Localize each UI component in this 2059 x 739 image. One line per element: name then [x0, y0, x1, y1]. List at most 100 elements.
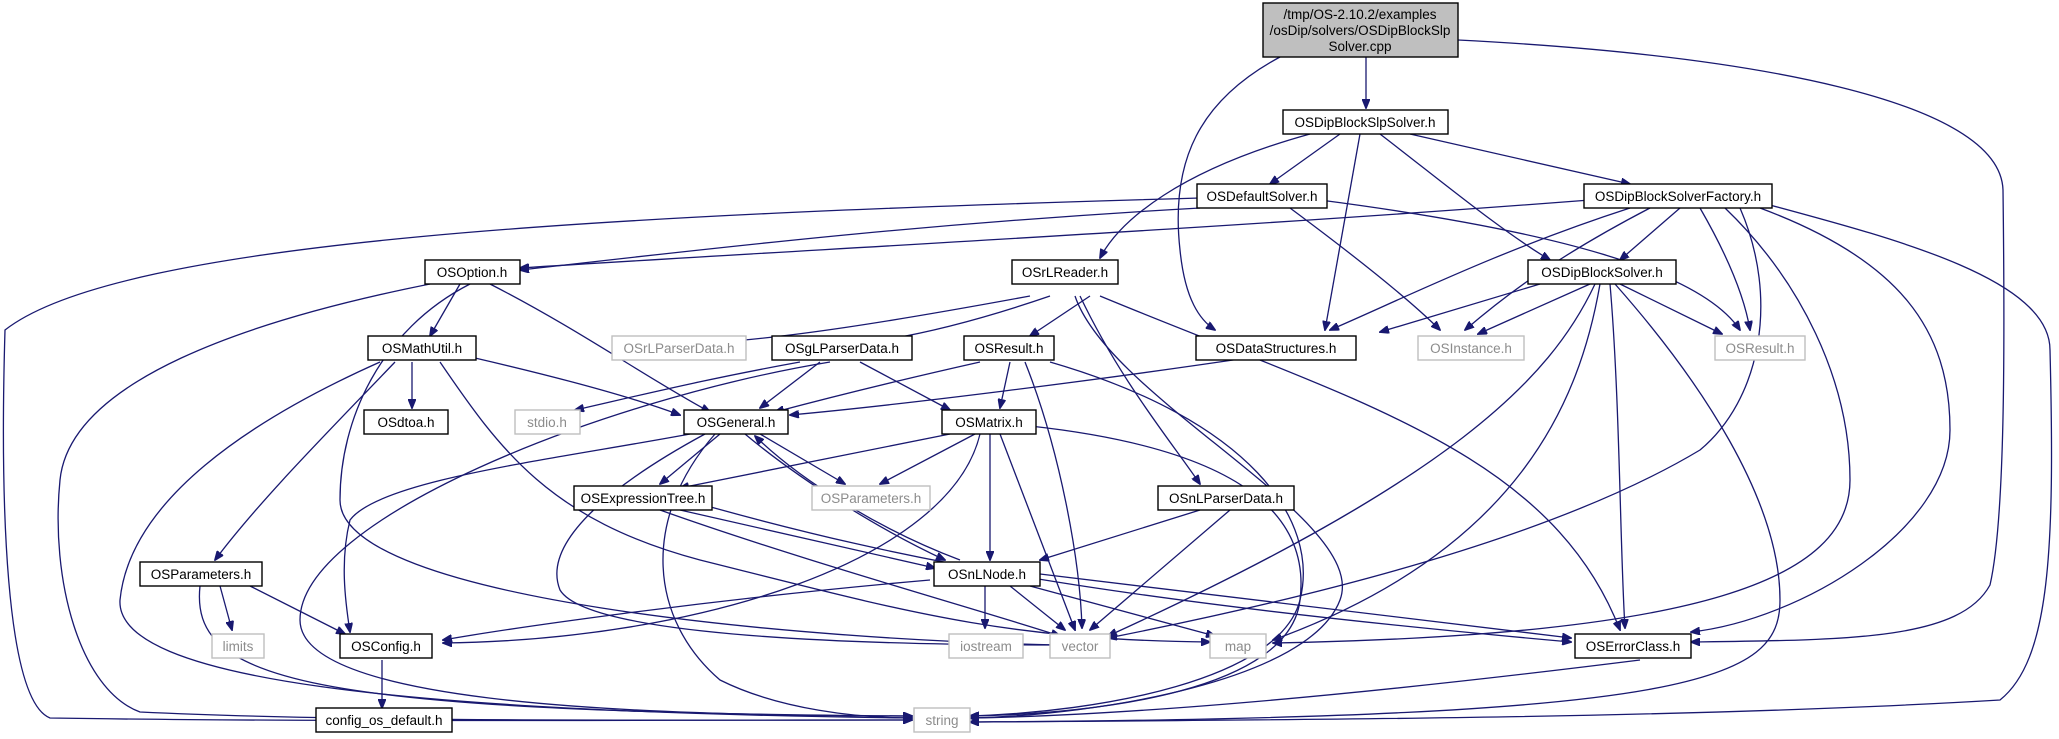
- node-config-os-default-h[interactable]: config_os_default.h: [315, 707, 453, 733]
- node-iostream[interactable]: iostream: [948, 633, 1024, 659]
- edge-osexpressiontree-to-oserrorclass: [699, 503, 1571, 642]
- edge-osdipblocksolverfactory-to-osoption: [520, 199, 1591, 268]
- edge-osdipblocksolverfactory-to-osresult-ext: [1699, 207, 1750, 330]
- node-osmathutil-h[interactable]: OSMathUtil.h: [367, 335, 477, 361]
- edge-osdipblocksolverfactory-to-map: [1273, 207, 1851, 643]
- edge-root-to-oserrorclass: [1457, 39, 2005, 642]
- edge-osmatrix-to-string: [970, 425, 1302, 716]
- edge-osmatrix-to-osconfig: [443, 433, 981, 643]
- node-label: config_os_default.h: [325, 713, 442, 728]
- node-layer: /tmp/OS-2.10.2/examples /osDip/solvers/O…: [139, 2, 1806, 733]
- edge-osglparserdata-to-string: [299, 361, 912, 716]
- edge-osnlparserdata-to-osnlnode: [1040, 509, 1201, 560]
- node-osdefaultsolver-h[interactable]: OSDefaultSolver.h: [1196, 183, 1328, 209]
- node-label: iostream: [960, 639, 1012, 654]
- edge-osmatrix-to-vector: [999, 433, 1075, 630]
- node-label: map: [1225, 639, 1251, 654]
- edge-osdipblockslpsolver-to-osdefaultsolver: [1270, 133, 1341, 184]
- edge-osnlnode-to-osconfig: [443, 579, 931, 640]
- node-label: OSMatrix.h: [955, 415, 1023, 430]
- edge-osresult-to-osgeneral: [775, 361, 981, 412]
- node-osdtoa-h[interactable]: OSdtoa.h: [363, 409, 449, 435]
- edge-osmathutil-to-osparameters-int: [215, 361, 396, 560]
- edge-osmatrix-to-osexpressiontree: [680, 433, 951, 488]
- edge-osdatastructures-to-osgeneral: [790, 355, 1261, 415]
- edge-osoption-to-string: [57, 283, 912, 720]
- root-label-line-3: Solver.cpp: [1328, 39, 1391, 54]
- edge-osoption-to-vector: [339, 283, 1060, 645]
- node-osconfig-h[interactable]: OSConfig.h: [339, 633, 433, 659]
- node-oserrorclass-h[interactable]: OSErrorClass.h: [1574, 633, 1692, 659]
- edge-osdipblocksolverfactory-to-osdipblocksolver: [1620, 207, 1681, 260]
- node-osexpressiontree-h[interactable]: OSExpressionTree.h: [573, 485, 713, 511]
- edge-osoption-to-osgeneral: [489, 283, 710, 412]
- node-label: limits: [223, 639, 254, 654]
- node-label: string: [925, 713, 958, 728]
- node-osresult-h-external[interactable]: OSResult.h: [1714, 335, 1806, 361]
- edge-osnlnode-to-map: [1029, 585, 1215, 636]
- node-label: OSnLNode.h: [948, 567, 1026, 582]
- node-osdipblockslpsolver-h[interactable]: OSDipBlockSlpSolver.h: [1282, 109, 1449, 135]
- edge-osgeneral-to-osparameters-ext: [759, 433, 845, 484]
- edge-layer: [2, 39, 2053, 722]
- node-osnlparserdata-h[interactable]: OSnLParserData.h: [1157, 485, 1295, 511]
- node-label: OSDefaultSolver.h: [1206, 189, 1317, 204]
- edge-osrlreader-to-osnlparserdata: [1079, 295, 1200, 484]
- node-string[interactable]: string: [913, 707, 971, 733]
- edge-osdipblocksolverfactory-to-osdatastructures: [1330, 207, 1631, 330]
- node-osdipblocksolver-h[interactable]: OSDipBlockSolver.h: [1527, 259, 1677, 285]
- node-osparameters-h-internal[interactable]: OSParameters.h: [139, 561, 263, 587]
- edge-osdefaultsolver-to-osinstance: [1289, 207, 1440, 330]
- edge-root-to-osdatastructures: [1177, 56, 1281, 330]
- node-osrlreader-h[interactable]: OSrLReader.h: [1011, 259, 1119, 285]
- node-osgeneral-h[interactable]: OSGeneral.h: [683, 409, 789, 435]
- edge-osparameters-int-to-string: [198, 585, 912, 716]
- node-label: OSDipBlockSolver.h: [1541, 265, 1663, 280]
- node-osinstance-h[interactable]: OSInstance.h: [1417, 335, 1525, 361]
- edge-osglparserdata-to-osgeneral: [760, 361, 821, 408]
- edge-osglparserdata-to-osmatrix: [859, 361, 950, 410]
- node-root-file[interactable]: /tmp/OS-2.10.2/examples /osDip/solvers/O…: [1262, 2, 1459, 58]
- node-osrlparserdata-h[interactable]: OSrLParserData.h: [611, 335, 747, 361]
- node-osoption-h[interactable]: OSOption.h: [424, 259, 521, 285]
- edge-osnlnode-to-oserrorclass: [1039, 573, 1571, 638]
- node-label: stdio.h: [527, 415, 567, 430]
- edge-osresult-to-vector: [1024, 361, 1082, 628]
- root-label-line-2: /osDip/solvers/OSDipBlockSlp: [1270, 23, 1451, 38]
- node-osdatastructures-h[interactable]: OSDataStructures.h: [1195, 335, 1357, 361]
- edge-osmathutil-to-osgeneral: [474, 357, 680, 415]
- node-vector[interactable]: vector: [1049, 633, 1111, 659]
- node-label: OSDipBlockSlpSolver.h: [1294, 115, 1435, 130]
- edge-osgeneral-to-osconfig: [343, 433, 691, 632]
- node-label: vector: [1062, 639, 1099, 654]
- node-stdio-h[interactable]: stdio.h: [514, 409, 581, 435]
- edge-osdefaultsolver-to-string: [2, 197, 1201, 721]
- node-label: OSExpressionTree.h: [581, 491, 706, 506]
- edge-osdipblocksolver-to-map: [1273, 283, 1601, 640]
- edge-osdipblocksolver-to-string: [970, 283, 1781, 722]
- node-limits[interactable]: limits: [211, 633, 265, 659]
- node-label: OSInstance.h: [1430, 341, 1512, 356]
- edge-osglparserdata-to-stdio: [575, 361, 801, 410]
- edge-osdipblocksolver-to-oserrorclass: [1609, 283, 1625, 628]
- node-osglparserdata-h[interactable]: OSgLParserData.h: [771, 335, 913, 361]
- edge-osdipblocksolver-to-osinstance: [1478, 283, 1591, 334]
- edge-osdipblockslpsolver-to-osdatastructures: [1325, 133, 1361, 330]
- edge-osgeneral-to-osexpressiontree: [660, 433, 721, 484]
- edge-osnlnode-to-vector: [1009, 585, 1065, 630]
- edge-osexpressiontree-to-osnlnode: [679, 509, 935, 568]
- node-osnlnode-h[interactable]: OSnLNode.h: [933, 561, 1041, 587]
- node-osresult-h-internal[interactable]: OSResult.h: [963, 335, 1055, 361]
- root-label-line-1: /tmp/OS-2.10.2/examples: [1283, 7, 1436, 22]
- edge-osdipblocksolver-to-osdatastructures: [1380, 283, 1541, 332]
- node-label: OSgLParserData.h: [785, 341, 899, 356]
- node-osparameters-h-external[interactable]: OSParameters.h: [811, 485, 931, 511]
- edge-osdipblocksolver-to-osresult-ext: [1619, 283, 1722, 334]
- edge-osparameters-int-to-osconfig: [249, 585, 345, 634]
- node-map[interactable]: map: [1209, 633, 1267, 659]
- node-osmatrix-h[interactable]: OSMatrix.h: [941, 409, 1037, 435]
- node-osdipblocksolverfactory-h[interactable]: OSDipBlockSolverFactory.h: [1583, 183, 1773, 209]
- edge-osparameters-int-to-limits: [219, 585, 232, 630]
- node-label: OSDataStructures.h: [1216, 341, 1337, 356]
